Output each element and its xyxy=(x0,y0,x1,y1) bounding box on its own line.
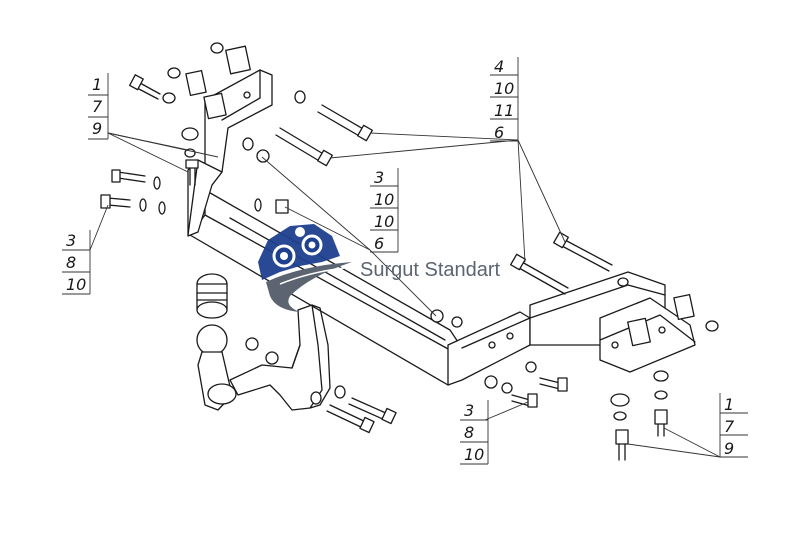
callout-bottom-right: 1 7 9 xyxy=(719,393,748,458)
callout-label: 8 xyxy=(464,423,474,442)
washer xyxy=(451,316,463,328)
callout-label: 10 xyxy=(464,445,484,464)
bolt xyxy=(185,159,199,186)
washer xyxy=(654,390,668,400)
nut xyxy=(265,351,279,365)
bolt xyxy=(510,253,569,295)
right-mounting-bracket xyxy=(529,271,719,373)
washer xyxy=(501,382,513,394)
callout-left-top: 1 7 9 xyxy=(88,73,109,140)
callout-label: 9 xyxy=(92,119,102,138)
callout-label: 3 xyxy=(66,231,76,250)
callout-label: 10 xyxy=(374,190,394,209)
bolt xyxy=(326,404,375,434)
callout-label: 4 xyxy=(494,57,504,76)
washer xyxy=(153,176,161,190)
callout-label: 6 xyxy=(374,234,384,253)
washer xyxy=(310,391,322,405)
washer xyxy=(613,411,627,421)
nut xyxy=(167,67,181,79)
callout-label: 10 xyxy=(66,275,86,294)
bolt xyxy=(553,231,613,272)
bolt xyxy=(654,409,668,437)
nut xyxy=(162,92,176,104)
nut xyxy=(430,309,444,323)
bolt xyxy=(275,127,333,167)
callout-label: 6 xyxy=(494,123,504,142)
washer xyxy=(158,201,166,215)
bolt xyxy=(348,397,397,425)
callout-top-right: 4 10 11 6 xyxy=(490,57,519,142)
nut xyxy=(484,375,498,389)
nut xyxy=(210,42,224,54)
callout-center: 3 10 10 6 xyxy=(370,168,399,253)
callout-left-bottom: 3 8 10 xyxy=(62,230,91,295)
callout-label: 10 xyxy=(494,79,514,98)
nut xyxy=(275,199,289,214)
bolt xyxy=(511,393,538,408)
washer xyxy=(294,90,306,104)
leader-lines xyxy=(89,132,721,458)
callout-label: 8 xyxy=(66,253,76,272)
bolt xyxy=(539,377,568,392)
bolt xyxy=(615,429,629,461)
gear-logo-icon xyxy=(258,224,352,312)
bolt xyxy=(129,74,161,100)
washer xyxy=(139,198,147,212)
callout-label: 7 xyxy=(724,417,735,436)
washer xyxy=(242,137,254,151)
washer xyxy=(525,361,537,373)
washer xyxy=(254,198,262,212)
nut xyxy=(245,337,259,351)
callout-label: 7 xyxy=(92,97,103,116)
tow-ball xyxy=(196,273,237,411)
bolt xyxy=(317,104,373,142)
washer xyxy=(610,393,630,407)
bolt xyxy=(100,194,131,209)
callout-label: 3 xyxy=(464,401,474,420)
brand-name: Surgut Standart xyxy=(360,259,501,281)
washer xyxy=(181,127,199,141)
brand-watermark: Surgut Standart xyxy=(258,224,501,312)
callout-label: 1 xyxy=(724,395,734,414)
nut xyxy=(256,149,270,163)
tow-arm xyxy=(229,304,331,411)
washer xyxy=(334,385,346,399)
bolt xyxy=(111,169,146,183)
callout-bottom-center: 3 8 10 xyxy=(460,400,489,465)
nut xyxy=(653,370,669,382)
crossbeam xyxy=(189,189,531,386)
callout-label: 11 xyxy=(494,101,514,120)
bolts xyxy=(100,74,668,461)
callout-label: 1 xyxy=(92,75,102,94)
left-mounting-bracket xyxy=(185,45,273,237)
callout-label: 9 xyxy=(724,439,734,458)
callout-label: 10 xyxy=(374,212,394,231)
nuts-and-washers xyxy=(139,42,669,421)
callout-label: 3 xyxy=(374,168,384,187)
